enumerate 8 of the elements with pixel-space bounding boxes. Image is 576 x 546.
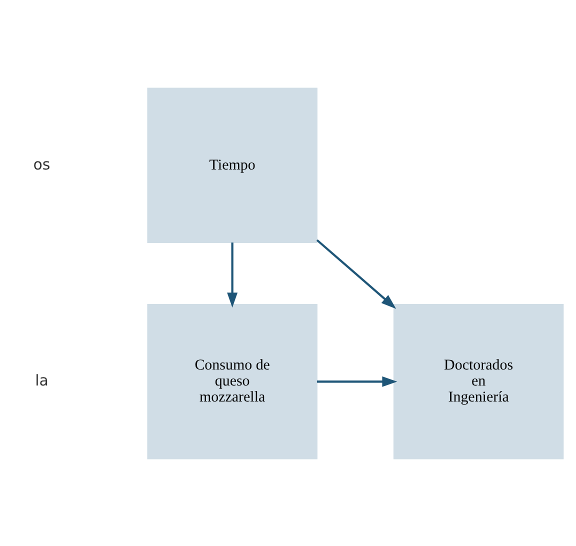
node-box: Tiempo [147, 87, 318, 242]
node-box: Doctorados en Ingeniería [393, 304, 564, 459]
label: la [35, 371, 48, 390]
arrow [316, 376, 398, 386]
label: os [33, 154, 50, 173]
arrow [227, 242, 238, 308]
arrow [316, 238, 396, 308]
node-box: Consumo de queso mozzarella [147, 304, 318, 459]
